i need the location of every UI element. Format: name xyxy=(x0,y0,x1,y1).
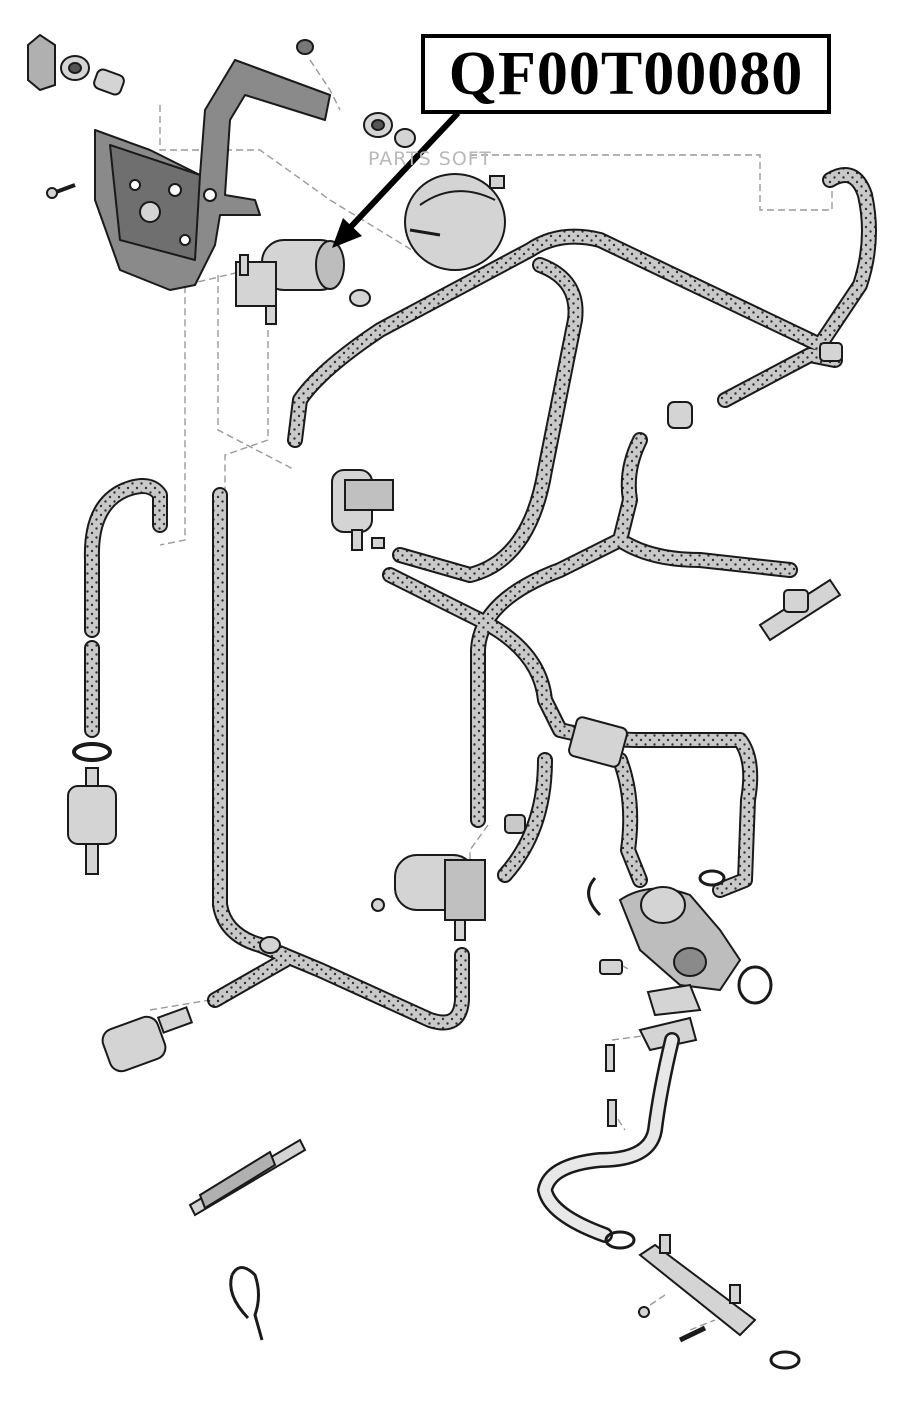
egr-pipe xyxy=(536,1032,680,1243)
hose-plug xyxy=(101,1006,194,1073)
cooling-pipe xyxy=(604,1044,801,1370)
fuel-filter xyxy=(67,742,117,875)
solenoid-valve-2 xyxy=(331,469,394,551)
bracket-hardware xyxy=(27,33,416,307)
solenoid-valve-3 xyxy=(371,814,526,941)
part-number-label: QF00T00080 xyxy=(448,40,804,108)
hose-connectors xyxy=(259,342,843,954)
part-number-box: QF00T00080 xyxy=(421,34,831,114)
cable-tie xyxy=(188,1138,307,1217)
watermark-text: PARTS SOFT xyxy=(368,148,492,170)
mounting-bracket xyxy=(94,59,331,291)
egr-valve xyxy=(587,869,773,1052)
pointer-arrow xyxy=(332,110,461,248)
vacuum-solenoid-valve xyxy=(235,239,345,325)
hose-clamp xyxy=(229,1266,264,1341)
vacuum-reservoir xyxy=(404,173,506,271)
